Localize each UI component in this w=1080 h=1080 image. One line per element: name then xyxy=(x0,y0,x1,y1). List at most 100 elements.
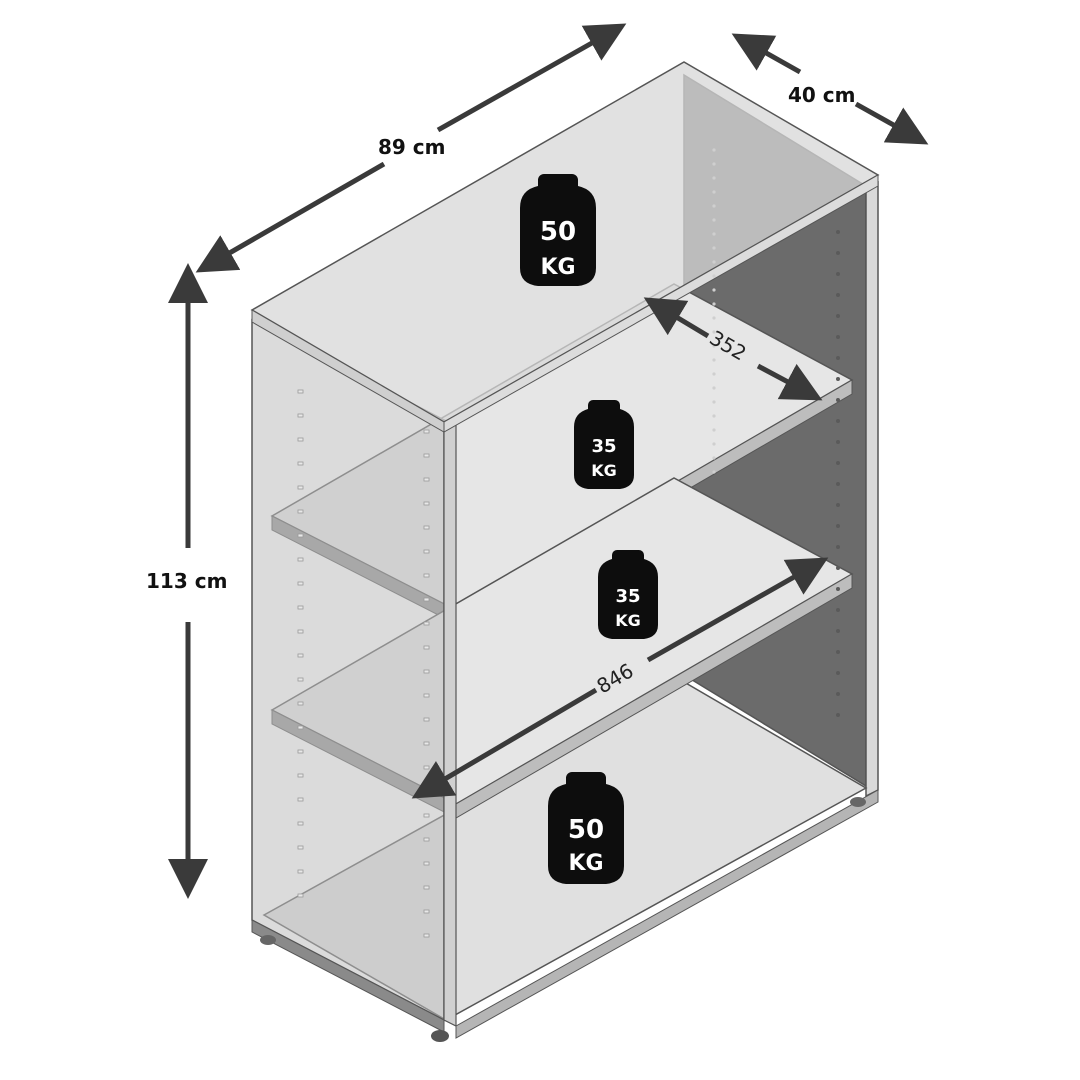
weight-shelf-lower: 35 KG xyxy=(598,550,658,639)
pin-hole xyxy=(712,260,716,264)
pin-hole xyxy=(297,485,304,490)
pin-hole xyxy=(423,669,430,674)
pin-hole xyxy=(836,587,840,591)
pin-hole xyxy=(712,400,716,404)
pin-hole xyxy=(712,302,716,306)
width-arrow-right xyxy=(436,23,627,133)
svg-text:35: 35 xyxy=(615,586,640,607)
pin-hole xyxy=(297,413,304,418)
pin-hole xyxy=(712,330,716,334)
pin-hole xyxy=(836,503,840,507)
pin-hole xyxy=(423,861,430,866)
pin-hole xyxy=(297,533,304,538)
pin-hole xyxy=(712,456,716,460)
pin-hole xyxy=(712,232,716,236)
pin-hole xyxy=(836,335,840,339)
pin-hole xyxy=(836,524,840,528)
pin-hole xyxy=(297,677,304,682)
weight-top: 50 KG xyxy=(520,174,596,286)
pin-hole xyxy=(423,597,430,602)
pin-hole xyxy=(712,470,716,474)
pin-hole xyxy=(712,246,716,250)
pin-hole xyxy=(712,344,716,348)
pin-hole xyxy=(423,717,430,722)
pin-hole xyxy=(423,621,430,626)
pin-hole xyxy=(423,933,430,938)
pin-hole xyxy=(297,797,304,802)
left-side-panel xyxy=(251,318,445,1022)
left-side-front-edge xyxy=(443,419,457,1027)
pin-hole xyxy=(836,713,840,717)
pin-hole xyxy=(423,429,430,434)
pin-hole xyxy=(297,437,304,442)
pin-hole xyxy=(836,419,840,423)
pin-hole xyxy=(712,288,716,292)
pin-hole xyxy=(712,358,716,362)
pin-hole xyxy=(423,453,430,458)
svg-text:KG: KG xyxy=(540,255,575,280)
pin-hole xyxy=(423,837,430,842)
foot-left xyxy=(260,935,276,945)
depth-label: 40 cm xyxy=(788,83,856,107)
pin-hole xyxy=(836,230,840,234)
depth-arrow-left xyxy=(731,33,802,75)
right-side-panel xyxy=(865,180,879,798)
pin-hole xyxy=(297,725,304,730)
pin-hole xyxy=(712,414,716,418)
pin-hole xyxy=(712,386,716,390)
pin-hole xyxy=(836,545,840,549)
pin-hole xyxy=(423,885,430,890)
pin-hole xyxy=(423,645,430,650)
weight-shelf-upper: 35 KG xyxy=(574,400,634,489)
svg-text:KG: KG xyxy=(568,851,603,876)
pin-hole xyxy=(836,293,840,297)
pin-hole xyxy=(712,372,716,376)
pin-hole xyxy=(712,176,716,180)
pin-hole xyxy=(297,653,304,658)
pin-hole xyxy=(297,509,304,514)
pin-hole xyxy=(712,428,716,432)
pin-hole xyxy=(423,573,430,578)
pin-hole xyxy=(712,442,716,446)
pin-hole xyxy=(297,749,304,754)
pin-hole xyxy=(297,869,304,874)
pin-hole xyxy=(712,148,716,152)
pin-hole xyxy=(836,377,840,381)
pin-hole xyxy=(836,482,840,486)
shelf-width-arrow-left xyxy=(411,687,598,799)
pin-hole xyxy=(423,765,430,770)
pin-hole xyxy=(712,190,716,194)
pin-hole xyxy=(297,629,304,634)
pin-hole xyxy=(836,314,840,318)
pin-hole xyxy=(297,893,304,898)
pin-hole xyxy=(836,650,840,654)
pin-hole xyxy=(712,218,716,222)
pin-hole xyxy=(297,773,304,778)
pin-hole xyxy=(423,741,430,746)
pin-hole xyxy=(836,566,840,570)
weight-bottom: 50 KG xyxy=(548,772,624,884)
pin-hole xyxy=(836,608,840,612)
pin-hole xyxy=(712,162,716,166)
base-plinth-front xyxy=(455,789,879,1039)
height-label: 113 cm xyxy=(146,569,227,593)
pin-hole xyxy=(836,272,840,276)
pin-hole xyxy=(297,581,304,586)
pin-hole xyxy=(423,525,430,530)
depth-arrow-right xyxy=(854,101,929,145)
shelf-depth-arrow-front xyxy=(756,363,823,401)
pin-hole xyxy=(297,701,304,706)
svg-text:KG: KG xyxy=(591,461,617,480)
pin-hole xyxy=(712,274,716,278)
shelf-pin-holes-right xyxy=(712,148,840,717)
pin-hole xyxy=(423,813,430,818)
foot-front xyxy=(431,1030,449,1042)
pin-hole xyxy=(297,557,304,562)
pin-hole xyxy=(297,605,304,610)
pin-hole xyxy=(836,251,840,255)
pin-hole xyxy=(423,909,430,914)
svg-text:KG: KG xyxy=(615,611,641,630)
pin-hole xyxy=(423,501,430,506)
